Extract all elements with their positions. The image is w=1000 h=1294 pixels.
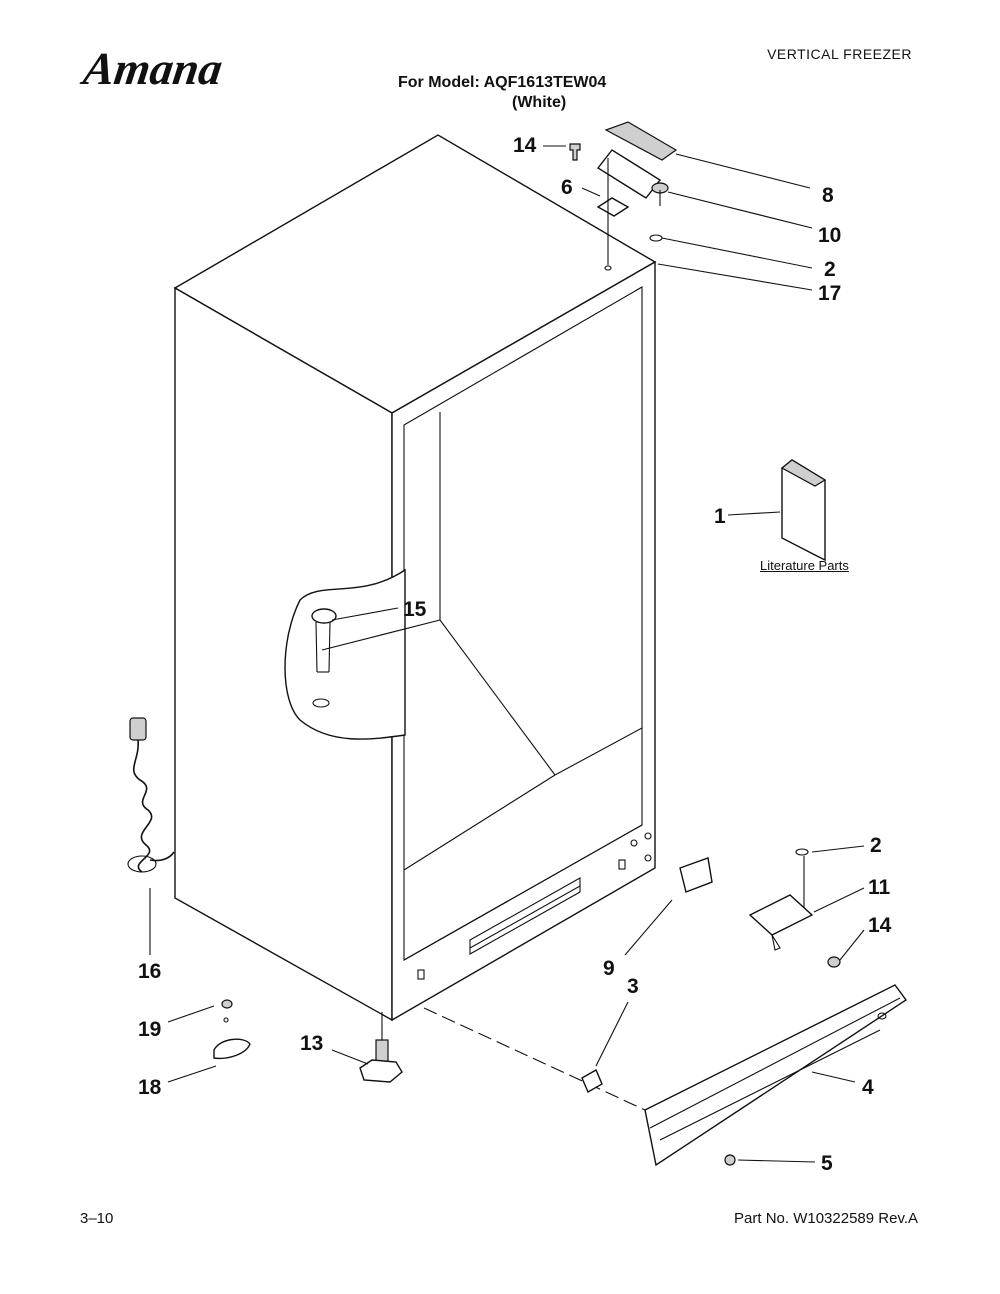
callout-5: 5 [821,1152,833,1175]
callout-3: 3 [627,975,639,998]
callout-2-bottom: 2 [870,834,882,857]
document-type: VERTICAL FREEZER [767,46,912,62]
callout-6: 6 [561,176,573,199]
callout-4: 4 [862,1076,874,1099]
power-cord [127,717,175,873]
callout-14-top: 14 [513,134,537,157]
callout-16: 16 [138,960,161,983]
callout-18: 18 [138,1076,162,1099]
drain-tube [311,608,337,673]
leg-glide [213,999,251,1060]
toe-grille [423,984,907,1167]
model-variant: (White) [512,94,567,111]
page-number: 3–10 [80,1210,114,1227]
literature-parts-label: Literature Parts [760,558,849,573]
bottom-hinge-assembly [679,848,841,968]
leveling-leg [359,1012,403,1083]
part-number: Part No. W10322589 Rev.A [734,1210,918,1227]
callout-13: 13 [300,1032,323,1055]
callout-8: 8 [822,184,834,207]
callout-9: 9 [603,957,615,980]
callout-1: 1 [714,505,726,528]
callout-19: 19 [138,1018,161,1041]
callout-leaders [149,145,865,1163]
callout-17: 17 [818,282,841,305]
literature-parts-icon [780,459,827,562]
top-hinge-assembly [569,121,678,271]
callout-15: 15 [403,598,427,621]
model-number: For Model: AQF1613TEW04 [398,74,607,91]
callout-10: 10 [818,224,841,247]
freezer-cabinet [173,134,657,1022]
callout-14-bottom: 14 [868,914,892,937]
callout-2-top: 2 [824,258,836,281]
callout-11: 11 [868,876,891,899]
callout-numbers: 14 6 8 10 2 17 1 15 16 2 11 14 9 3 19 13… [138,134,892,1175]
